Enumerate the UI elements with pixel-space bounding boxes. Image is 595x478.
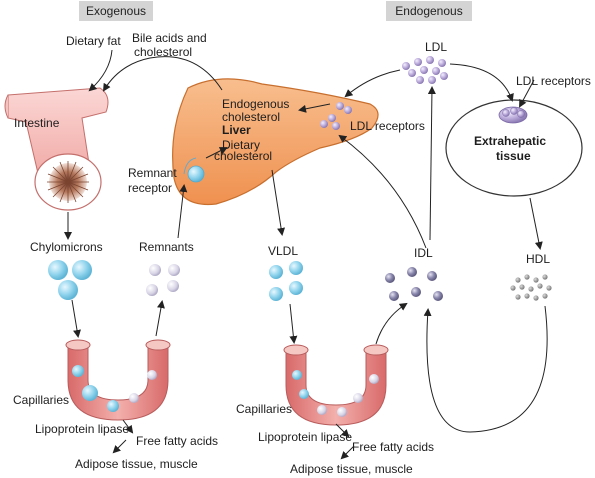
endogenous-cholesterol-label-2: cholesterol bbox=[222, 110, 281, 124]
capillaries-right-label: Capillaries bbox=[236, 402, 293, 416]
remnant-receptor-label-2: receptor bbox=[128, 181, 173, 195]
liver-shape bbox=[172, 78, 379, 206]
idl-label: IDL bbox=[414, 246, 433, 260]
adipose-right-label: Adipose tissue, muscle bbox=[290, 462, 413, 476]
intestine-shape bbox=[4, 87, 109, 211]
remnant-receptor-label: Remnant bbox=[128, 166, 177, 180]
intestine-label: Intestine bbox=[14, 116, 60, 130]
chylomicrons-label: Chylomicrons bbox=[30, 240, 103, 254]
capillary-left bbox=[65, 339, 171, 421]
ldl-receptor-cluster bbox=[498, 106, 528, 124]
chylomicron-particles bbox=[48, 260, 92, 300]
ldl-receptors-label: LDL receptors bbox=[516, 74, 591, 88]
hdl-particles bbox=[510, 274, 552, 301]
dietary-cholesterol-label-2: cholesterol bbox=[214, 149, 273, 163]
bile-acids-label-2: cholesterol bbox=[134, 45, 193, 59]
dietary-fat-label: Dietary fat bbox=[66, 34, 121, 48]
liver-label: Liver bbox=[222, 123, 251, 137]
extrahepatic-label-2: tissue bbox=[496, 149, 531, 163]
lipoprotein-lipase-right-label: Lipoprotein lipase bbox=[258, 430, 353, 444]
lipoprotein-lipase-left-label: Lipoprotein lipase bbox=[35, 422, 130, 436]
adipose-left-label: Adipose tissue, muscle bbox=[75, 457, 198, 471]
liver-ldl-particles bbox=[320, 102, 352, 130]
capillary-right bbox=[283, 344, 389, 426]
exogenous-header: Exogenous bbox=[79, 1, 153, 21]
remnant-particles bbox=[146, 264, 180, 296]
endogenous-header: Endogenous bbox=[386, 1, 472, 21]
capillaries-left-label: Capillaries bbox=[13, 393, 70, 407]
extrahepatic-tissue-shape bbox=[445, 99, 583, 197]
idl-particles bbox=[385, 267, 443, 301]
ldl-label: LDL bbox=[425, 40, 448, 54]
vldl-label: VLDL bbox=[268, 244, 299, 258]
remnants-label: Remnants bbox=[139, 240, 194, 254]
vldl-particles bbox=[269, 261, 303, 301]
ldl-particles bbox=[402, 56, 448, 84]
dietary-cholesterol-label: Dietary bbox=[222, 138, 261, 152]
endogenous-cholesterol-label: Endogenous bbox=[222, 97, 290, 111]
flow-arrows bbox=[64, 49, 548, 460]
remnant-receptor-particle bbox=[187, 165, 205, 183]
free-fatty-acids-right-label: Free fatty acids bbox=[352, 440, 435, 454]
liver-ldl-receptors-label: LDL receptors bbox=[350, 119, 425, 133]
extrahepatic-label: Extrahepatic bbox=[474, 134, 547, 148]
free-fatty-acids-left-label: Free fatty acids bbox=[136, 434, 219, 448]
hdl-label: HDL bbox=[526, 252, 551, 266]
bile-acids-label: Bile acids and bbox=[132, 31, 207, 45]
